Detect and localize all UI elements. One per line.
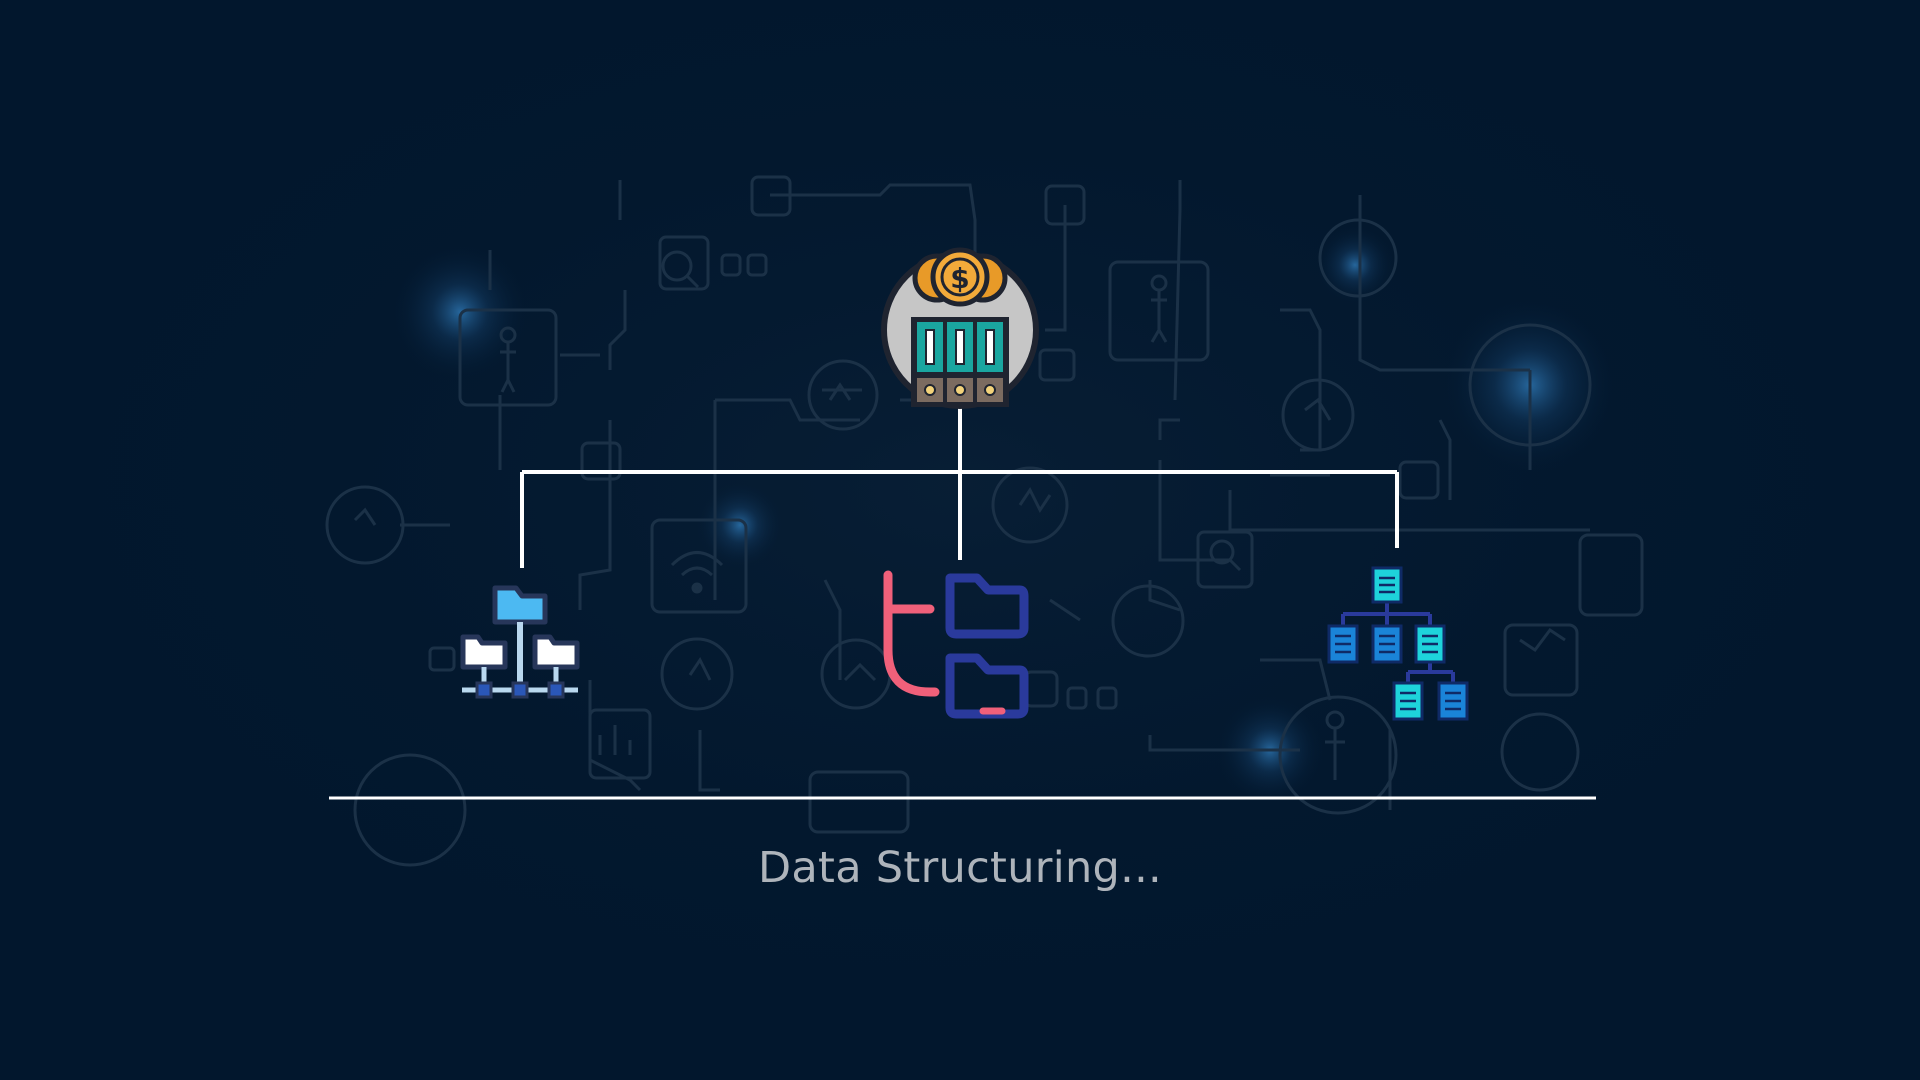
hierarchy-connectors	[520, 408, 1399, 568]
cabinet-icon	[911, 317, 1009, 407]
finance-database-icon: $	[881, 247, 1039, 409]
network-folder-icon	[460, 585, 580, 699]
coins-icon: $	[912, 247, 1008, 307]
database-hierarchy-icon	[1327, 566, 1469, 721]
folder-tree-icon	[883, 570, 1029, 719]
svg-text:$: $	[950, 262, 969, 295]
background-glows	[390, 225, 1620, 805]
background-pattern	[325, 175, 1644, 867]
status-caption: Data Structuring...	[757, 843, 1163, 893]
